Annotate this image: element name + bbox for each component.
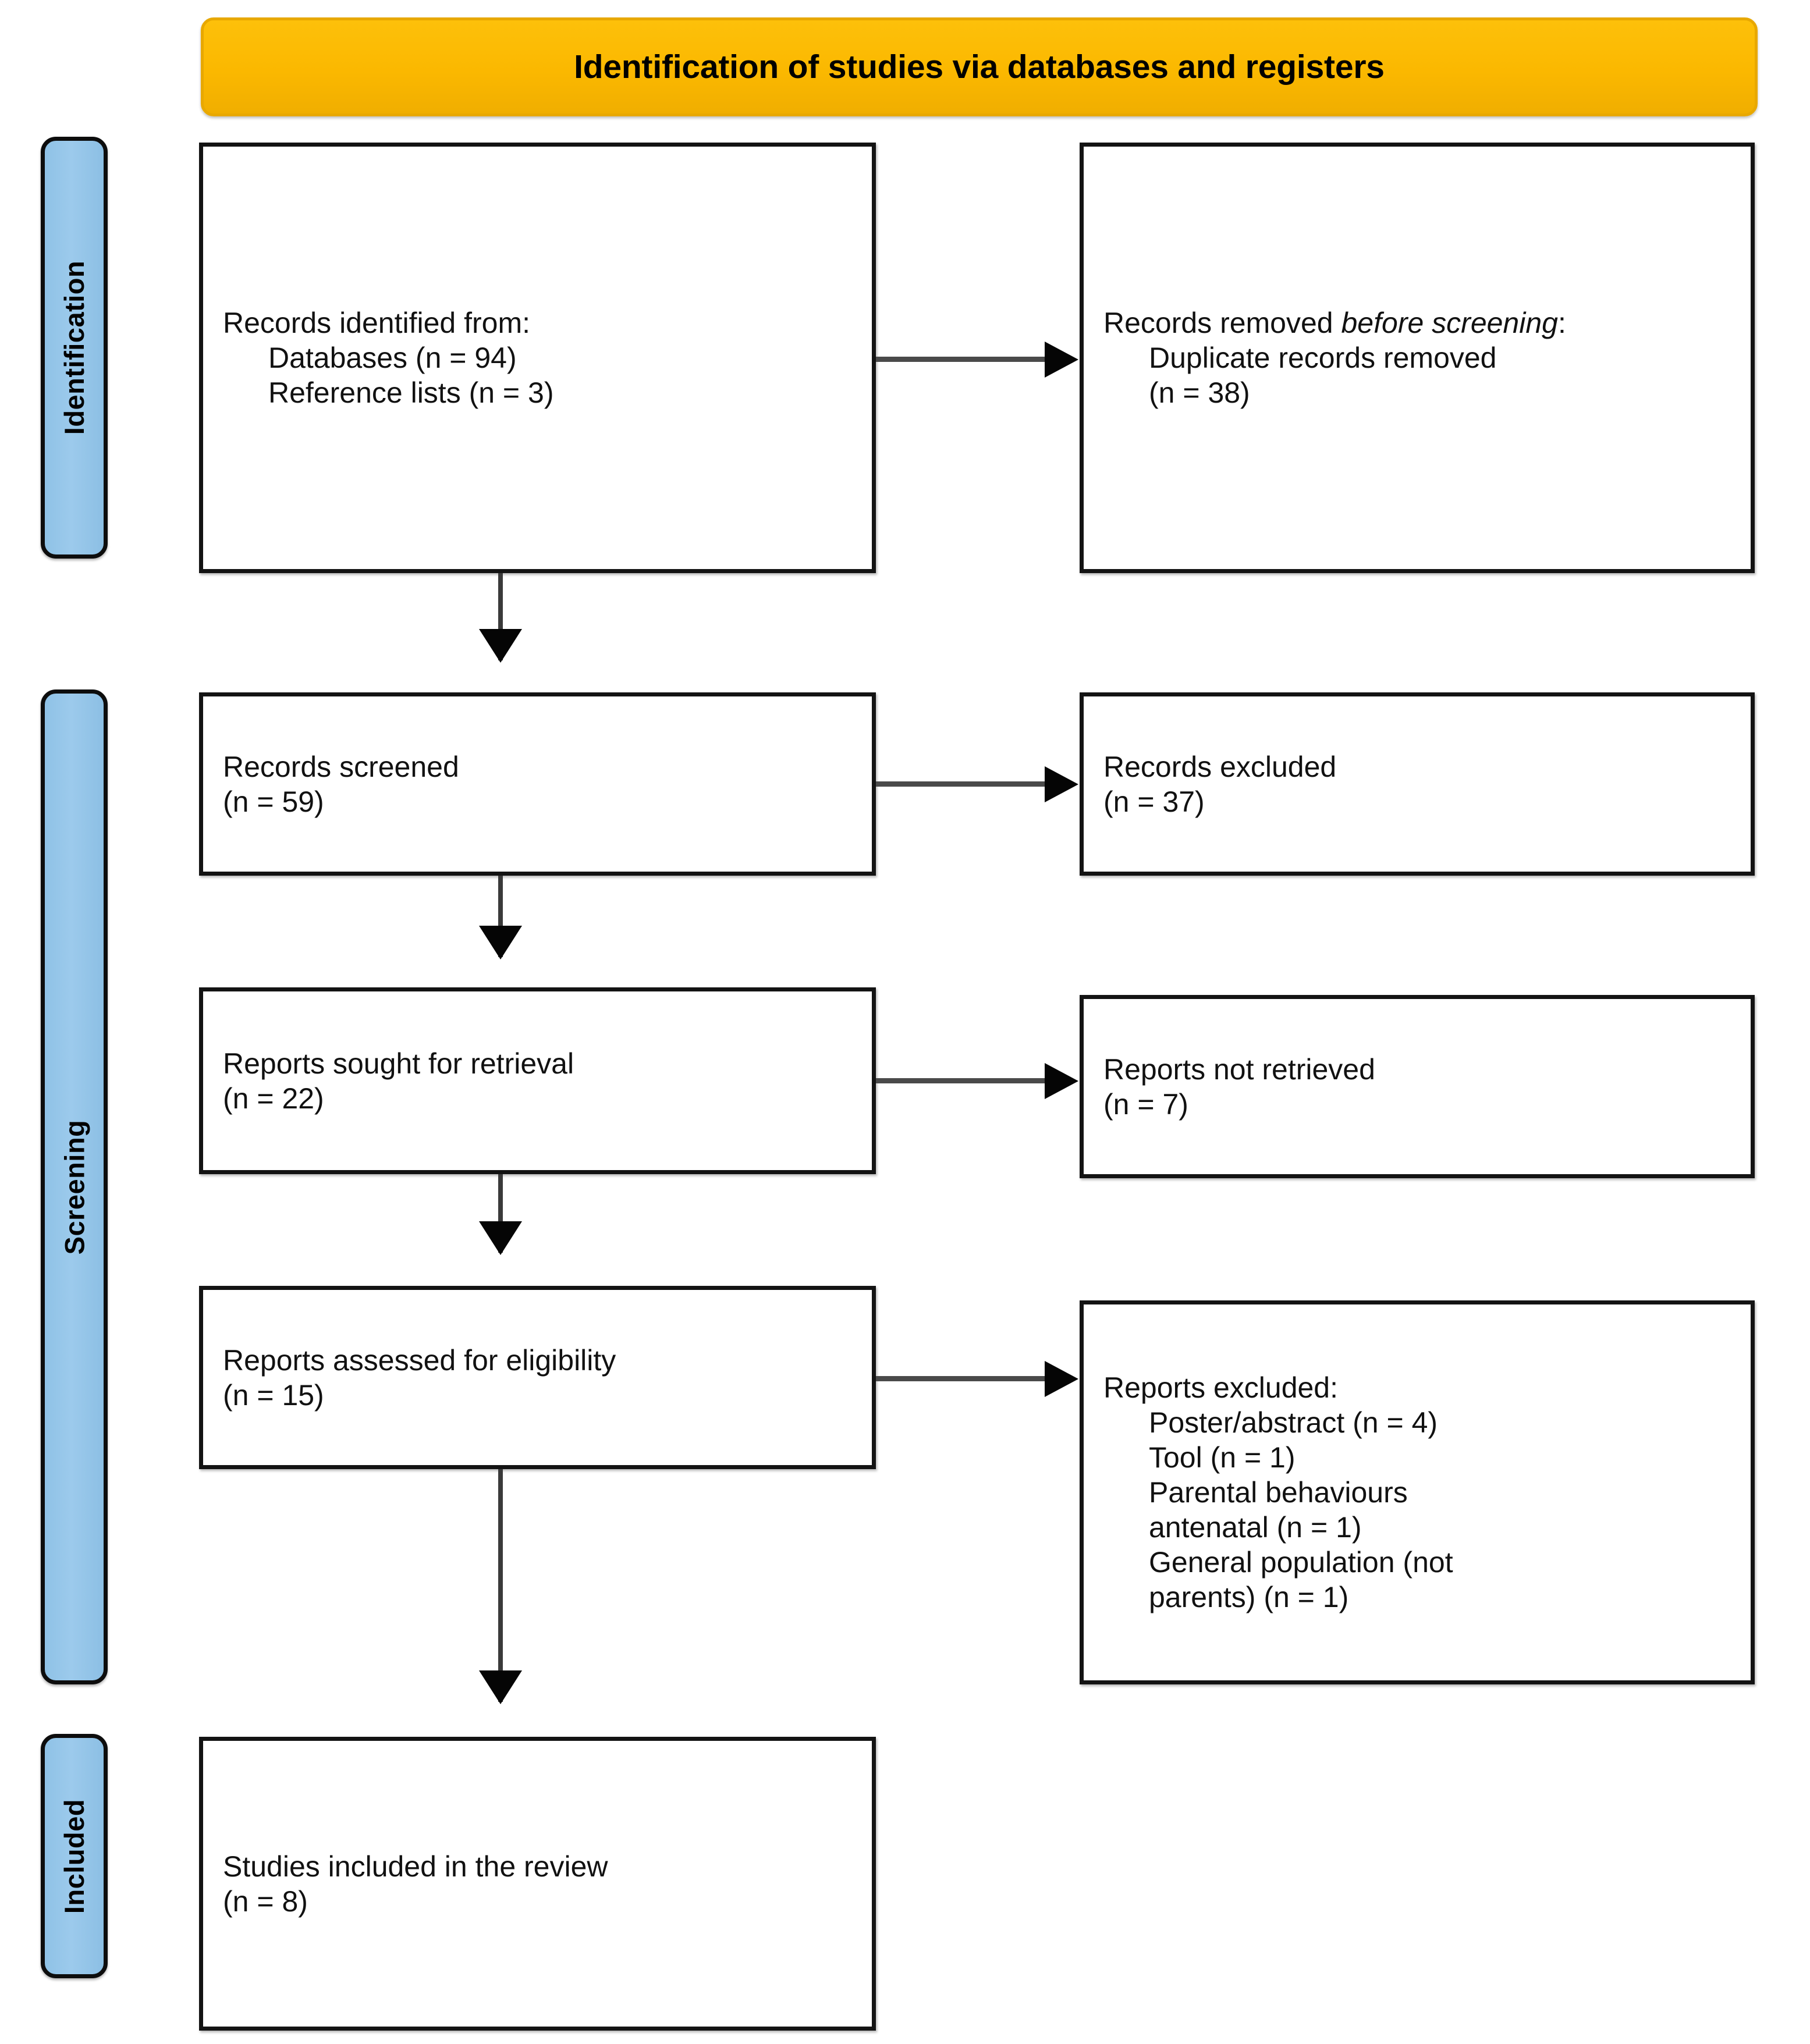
box-reports-sought-for-retrieval: Reports sought for retrieval (n = 22)	[199, 987, 876, 1174]
box-records-identified: Records identified from: Databases (n = …	[199, 143, 876, 573]
records-removed-heading-pre: Records removed	[1103, 307, 1341, 339]
records-excluded-count: (n = 37)	[1103, 785, 1205, 818]
duplicate-records-removed-label: Duplicate records removed	[1149, 342, 1497, 374]
records-screened-count: (n = 59)	[223, 785, 324, 818]
reports-excluded-reason-parental-behaviours-antenatal: Parental behaviours antenatal (n = 1)	[1149, 1476, 1408, 1544]
stage-pill-included: Included	[41, 1734, 108, 1978]
reports-assessed-count: (n = 15)	[223, 1378, 324, 1412]
box-reports-assessed-for-eligibility: Reports assessed for eligibility (n = 15…	[199, 1286, 876, 1469]
arrow-assessed-to-reports-excluded	[876, 1361, 1078, 1397]
reports-assessed-label: Reports assessed for eligibility	[223, 1343, 616, 1377]
box-reports-not-retrieved: Reports not retrieved (n = 7)	[1080, 995, 1755, 1178]
arrow-sought-to-not-retrieved	[876, 1063, 1078, 1099]
stage-label-included: Included	[59, 1798, 90, 1914]
stage-pill-identification: Identification	[41, 137, 108, 559]
box-studies-included-in-review: Studies included in the review (n = 8)	[199, 1737, 876, 2031]
records-identified-heading: Records identified from:	[223, 307, 531, 339]
arrow-screened-to-sought	[479, 876, 522, 959]
reports-excluded-reason-general-population: General population (not parents) (n = 1)	[1149, 1546, 1453, 1613]
arrow-screened-to-records-excluded	[876, 766, 1078, 802]
reports-excluded-reason-tool: Tool (n = 1)	[1149, 1441, 1296, 1474]
reports-sought-count: (n = 22)	[223, 1082, 324, 1115]
box-records-excluded: Records excluded (n = 37)	[1080, 692, 1755, 876]
box-reports-excluded: Reports excluded: Poster/abstract (n = 4…	[1080, 1300, 1755, 1684]
records-excluded-label: Records excluded	[1103, 750, 1337, 783]
records-identified-reference-lists: Reference lists (n = 3)	[268, 376, 554, 409]
reports-excluded-heading: Reports excluded:	[1103, 1371, 1339, 1404]
arrow-identified-to-screened	[479, 573, 522, 663]
reports-sought-label: Reports sought for retrieval	[223, 1047, 574, 1080]
stage-label-screening: Screening	[59, 1119, 90, 1254]
stage-pill-screening: Screening	[41, 689, 108, 1684]
arrow-identified-to-removed	[876, 342, 1078, 378]
studies-included-count: (n = 8)	[223, 1885, 308, 1918]
arrow-assessed-to-included	[479, 1469, 522, 1704]
reports-not-retrieved-count: (n = 7)	[1103, 1087, 1188, 1121]
diagram-header-banner: Identification of studies via databases …	[201, 17, 1758, 116]
records-identified-databases: Databases (n = 94)	[268, 342, 517, 374]
records-removed-heading: Records removed before screening:	[1103, 305, 1731, 340]
box-records-screened: Records screened (n = 59)	[199, 692, 876, 876]
duplicate-records-removed-count: (n = 38)	[1149, 376, 1250, 409]
box-records-removed-before-screening: Records removed before screening: Duplic…	[1080, 143, 1755, 573]
arrow-sought-to-assessed	[479, 1174, 522, 1255]
records-removed-heading-post: :	[1557, 307, 1566, 339]
reports-not-retrieved-label: Reports not retrieved	[1103, 1053, 1375, 1086]
records-removed-heading-italic: before screening	[1341, 307, 1558, 339]
reports-excluded-reason-poster-abstract: Poster/abstract (n = 4)	[1149, 1406, 1438, 1439]
records-screened-label: Records screened	[223, 750, 459, 783]
stage-label-identification: Identification	[59, 260, 90, 435]
diagram-title: Identification of studies via databases …	[574, 48, 1385, 86]
studies-included-label: Studies included in the review	[223, 1850, 608, 1883]
